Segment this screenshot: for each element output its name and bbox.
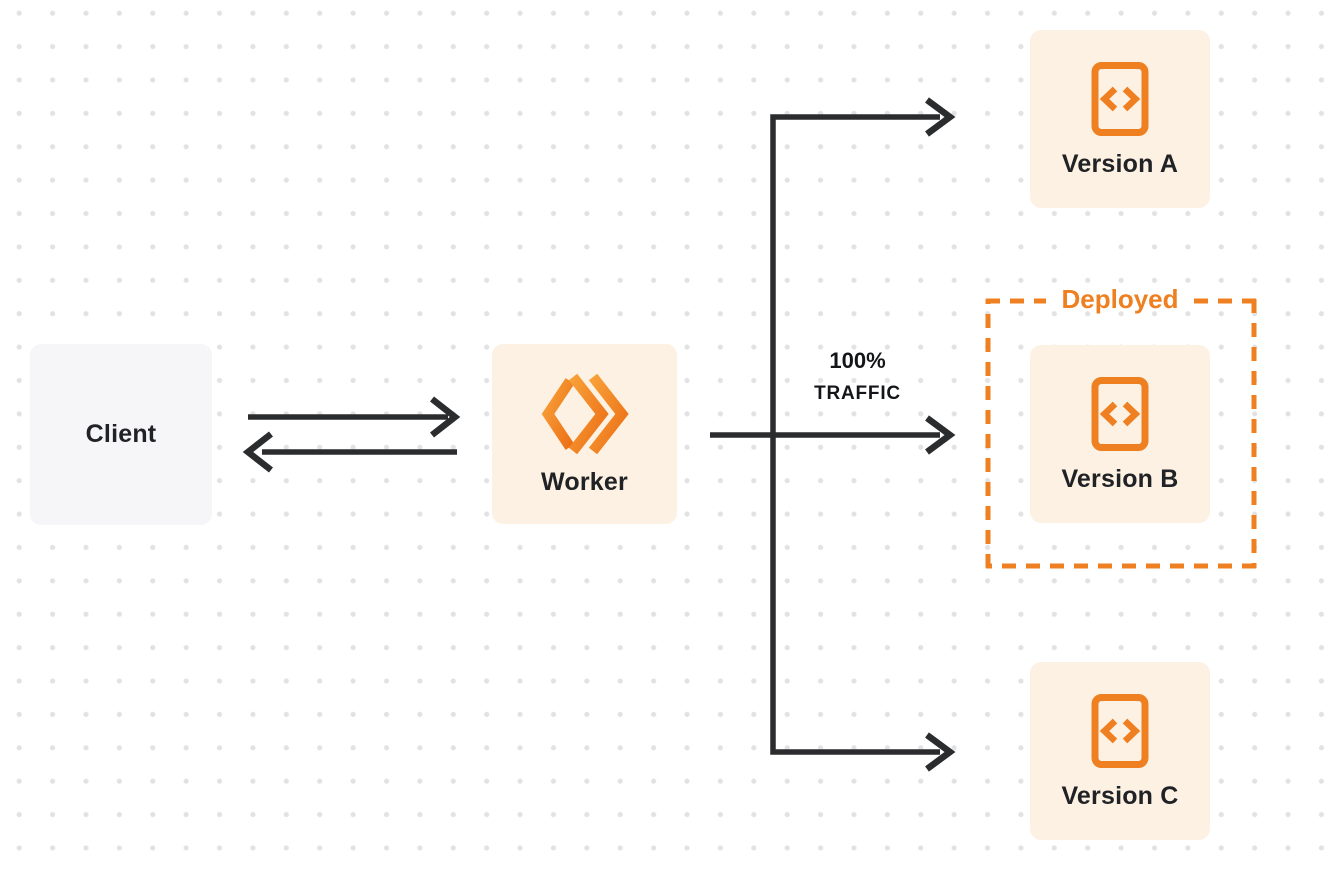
cloudflare-workers-icon xyxy=(541,373,629,454)
deployed-group-label: Deployed xyxy=(1061,284,1179,314)
worker-node-label: Worker xyxy=(541,467,628,496)
worker-to-client-arrow xyxy=(242,431,457,473)
traffic-annotation: 100% TRAFFIC xyxy=(790,348,925,404)
arrowhead-version-c xyxy=(925,732,956,772)
code-document-icon xyxy=(1091,62,1149,136)
version-b-node: Version B xyxy=(1030,345,1210,523)
client-to-worker-arrow xyxy=(248,396,461,438)
version-a-node: Version A xyxy=(1030,30,1210,208)
version-b-node-label: Version B xyxy=(1061,465,1179,493)
worker-fanout-trunk xyxy=(710,97,956,772)
version-c-node: Version C xyxy=(1030,662,1210,840)
arrowhead-version-b xyxy=(925,415,956,455)
deployed-group-outline xyxy=(985,298,1257,569)
version-c-node-label: Version C xyxy=(1061,782,1179,810)
client-node-label: Client xyxy=(85,420,157,448)
version-a-node-label: Version A xyxy=(1061,150,1179,178)
code-document-icon xyxy=(1091,694,1149,768)
arrowhead-version-a xyxy=(925,97,956,137)
worker-node: Worker xyxy=(492,344,677,524)
code-document-icon xyxy=(1091,377,1149,451)
client-node: Client xyxy=(30,344,212,525)
traffic-percent-text: 100% xyxy=(829,348,886,373)
traffic-word-text: TRAFFIC xyxy=(814,383,901,404)
